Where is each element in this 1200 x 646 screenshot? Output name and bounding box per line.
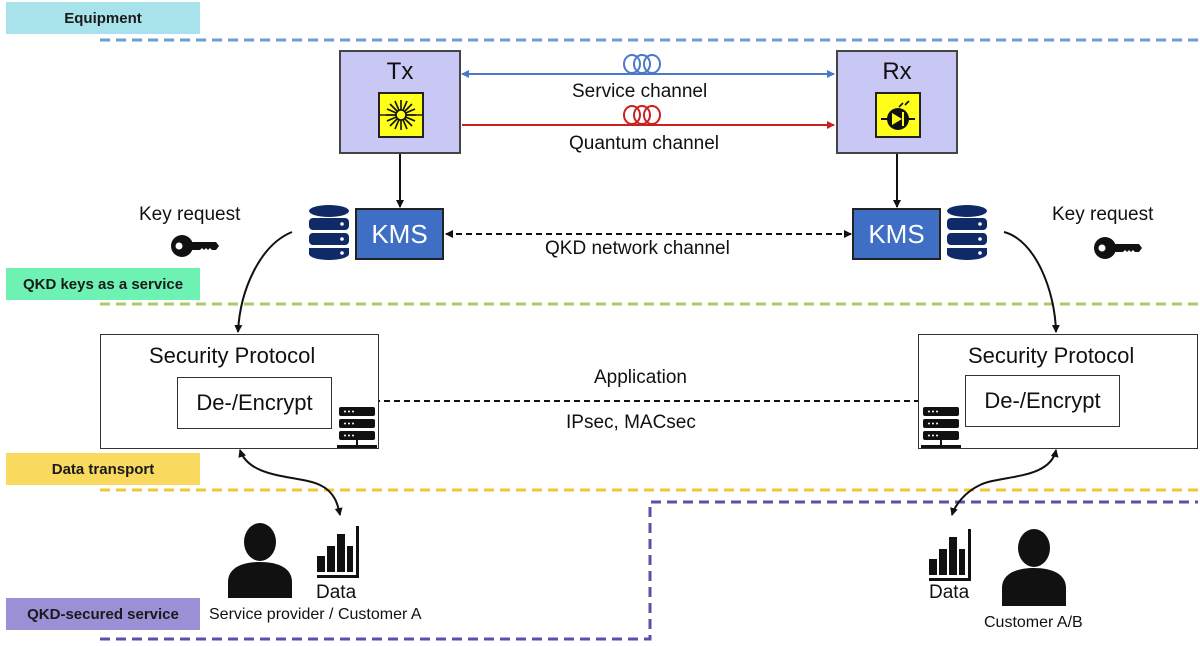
laser-icon — [378, 92, 424, 138]
rx-title: Rx — [882, 58, 912, 85]
kms-right: KMS — [852, 208, 941, 260]
data-label-left: Data — [316, 582, 357, 603]
person-icon-left — [228, 523, 292, 598]
encrypt-box-right: De-/Encrypt — [965, 375, 1120, 427]
server-icon-right — [921, 407, 961, 448]
security-protocol-left: Security Protocol De-/Encrypt — [100, 334, 379, 449]
security-protocol-title-right: Security Protocol — [968, 343, 1135, 368]
data-curve-right — [950, 449, 1059, 516]
layer-label-qkd-keys: QKD keys as a service — [6, 268, 200, 300]
security-protocol-right: Security Protocol De-/Encrypt — [918, 334, 1198, 449]
key-request-label-left: Key request — [139, 204, 241, 225]
database-icon-right — [947, 205, 987, 260]
tx-title: Tx — [386, 58, 414, 85]
key-icon-right — [1094, 237, 1142, 259]
key-request-curve-left — [234, 231, 293, 333]
photodiode-icon — [875, 92, 921, 138]
layer-label-qkd-secured-service: QKD-secured service — [6, 598, 200, 630]
layer-label-data-transport: Data transport — [6, 453, 200, 485]
security-protocol-title-left: Security Protocol — [149, 343, 316, 368]
data-chart-icon-left — [317, 526, 359, 578]
qkd-network-channel-label: QKD network channel — [545, 238, 730, 259]
key-icon-left — [171, 235, 219, 257]
layer-label-equipment: Equipment — [6, 2, 200, 34]
data-label-right: Data — [929, 582, 970, 603]
key-request-label-right: Key request — [1052, 204, 1154, 225]
tx-device: Tx — [339, 50, 461, 154]
customer-caption-right: Customer A/B — [984, 614, 1083, 631]
protocols-label: IPsec, MACsec — [566, 412, 696, 433]
key-request-curve-right — [1003, 231, 1060, 333]
kms-left: KMS — [355, 208, 444, 260]
quantum-channel-label: Quantum channel — [569, 133, 719, 154]
quantum-fiber-coil-icon — [623, 105, 661, 125]
server-icon-left — [337, 407, 377, 448]
database-icon-left — [309, 205, 349, 260]
data-curve-left — [238, 449, 343, 516]
person-icon-right — [1002, 529, 1066, 606]
customer-caption-left: Service provider / Customer A — [209, 606, 422, 623]
rx-device: Rx — [836, 50, 958, 154]
service-fiber-coil-icon — [623, 54, 661, 74]
data-chart-icon-right — [929, 529, 971, 581]
layer-divider-service — [100, 500, 1198, 641]
service-channel-label: Service channel — [572, 81, 708, 102]
encrypt-box-left: De-/Encrypt — [177, 377, 332, 429]
application-label: Application — [594, 367, 687, 388]
